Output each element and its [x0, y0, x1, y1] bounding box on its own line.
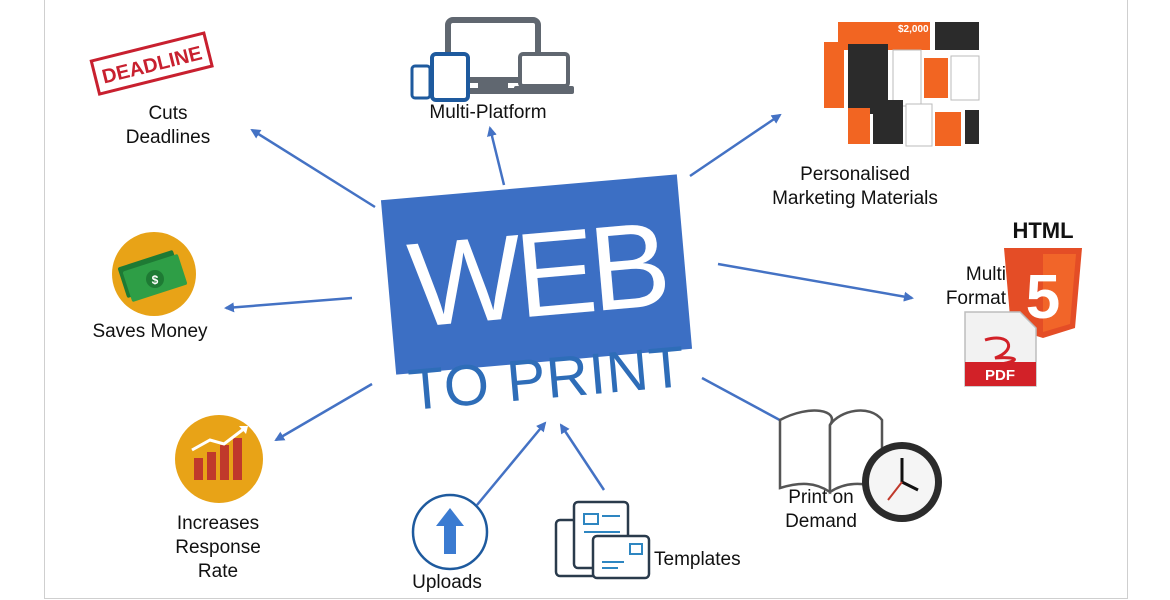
- arrow-response: [274, 382, 373, 442]
- slide-frame: [44, 0, 1128, 599]
- pdf-icon: PDF: [964, 311, 1037, 387]
- upload-icon: [411, 493, 489, 571]
- label-multi-format: Multi Format: [945, 264, 1006, 309]
- arrow-format: [717, 262, 914, 302]
- marketing-materials-icon: $2,000: [824, 22, 980, 147]
- money-icon: $: [112, 232, 196, 316]
- label-templates: Templates: [654, 549, 741, 570]
- svg-text:PDF: PDF: [985, 367, 1015, 384]
- arrow-money: [224, 296, 353, 313]
- html5-icon: HTML 5: [1004, 218, 1082, 338]
- arrow-marketing: [689, 113, 782, 178]
- svg-text:5: 5: [1026, 263, 1060, 332]
- label-personalised-marketing: Personalised Marketing Materials: [772, 164, 938, 209]
- label-increases-response-rate: Increases Response Rate: [175, 513, 261, 582]
- label-cuts-deadlines: Cuts Deadlines: [125, 103, 211, 148]
- label-uploads: Uploads: [412, 572, 482, 593]
- label-saves-money: Saves Money: [92, 321, 208, 342]
- svg-text:$2,000: $2,000: [898, 24, 929, 35]
- arrow-templates: [559, 423, 606, 491]
- devices-icon: [410, 17, 574, 102]
- label-print-on-demand: Print on Demand: [785, 487, 857, 532]
- arrow-deadlines: [250, 128, 376, 209]
- book-clock-icon: [778, 409, 942, 522]
- arrow-platform: [487, 126, 506, 186]
- bar-chart-icon: [175, 415, 263, 503]
- arrow-print: [701, 376, 791, 427]
- svg-text:$: $: [152, 273, 159, 287]
- svg-text:HTML: HTML: [1012, 218, 1073, 243]
- templates-icon: [554, 500, 651, 580]
- arrow-uploads: [476, 421, 547, 506]
- deadline-stamp-icon: DEADLINE: [89, 31, 214, 96]
- label-multi-platform: Multi-Platform: [429, 102, 547, 123]
